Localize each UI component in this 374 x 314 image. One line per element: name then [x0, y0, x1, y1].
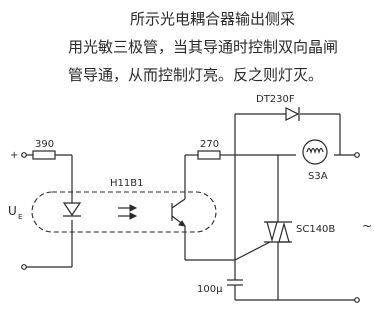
optocoupler-label: H11B1	[110, 178, 143, 189]
resistor-390	[32, 150, 56, 160]
input-terminals: + U E	[8, 150, 27, 270]
light-arrows-icon	[118, 204, 138, 220]
triac-icon	[264, 221, 292, 243]
input-voltage-subscript: E	[18, 213, 22, 221]
resistor-270-label: 270	[200, 139, 219, 150]
output-terminal-bottom	[354, 297, 360, 303]
resistor-390-label: 390	[35, 139, 54, 150]
diac-icon	[285, 107, 300, 121]
led-icon	[62, 202, 82, 217]
input-terminal-top	[21, 152, 27, 158]
output-terminal-top	[354, 152, 360, 158]
optocoupler-enclosure	[31, 191, 217, 233]
ac-symbol: ~	[362, 219, 372, 233]
lamp-label: S3A	[308, 171, 328, 182]
plus-sign: +	[10, 150, 18, 161]
capacitor-label: 100μ	[197, 284, 223, 295]
diac-label: DT230F	[256, 94, 295, 105]
lamp-icon	[302, 139, 328, 165]
description-line-3: 管导通，从而控制灯亮。反之则灯灭。	[68, 66, 323, 84]
output-wiring	[184, 113, 355, 301]
input-voltage-label: U	[8, 204, 17, 218]
phototransistor-icon	[171, 198, 186, 227]
description-line-1: 所示光电耦合器输出侧采	[130, 10, 295, 28]
input-wiring	[26, 150, 73, 268]
triac-label: SC140B	[296, 224, 335, 235]
resistor-270	[197, 150, 221, 160]
input-terminal-bottom	[21, 264, 27, 270]
description-line-2: 用光敏三极管，当其导通时控制双向晶闸	[68, 38, 338, 56]
